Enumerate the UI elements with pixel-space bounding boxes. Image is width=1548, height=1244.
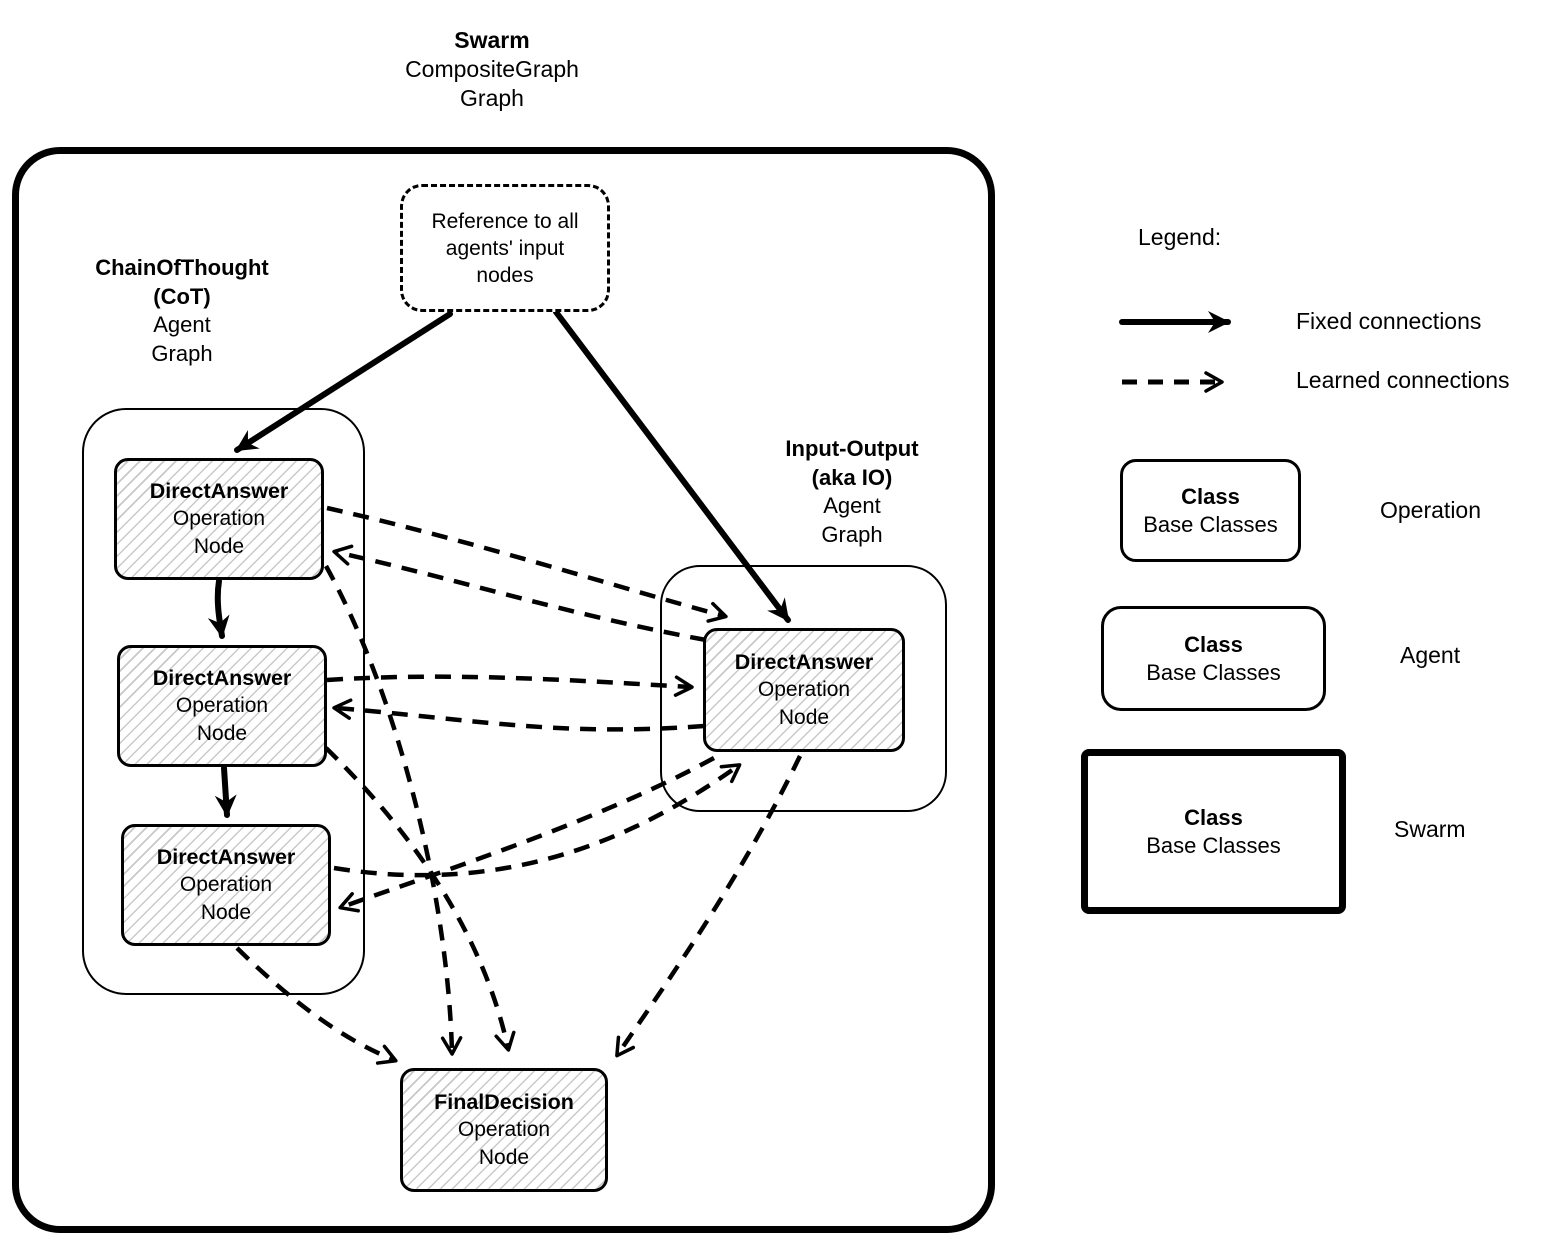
legend-agent-box: Class Base Classes [1101, 606, 1326, 711]
swarm-container [12, 147, 995, 1233]
legend-agent-box-title: Class [1184, 631, 1243, 657]
io-graph-kind: Graph [821, 521, 883, 547]
io-graph-label: Input-Output (aka IO) Agent Graph [732, 435, 972, 549]
legend-agent-label: Agent [1400, 642, 1461, 668]
io-graph-subtitle: (aka IO) [811, 464, 893, 490]
legend-swarm-box-subtitle: Base Classes [1146, 832, 1281, 858]
cot-operation-node-2: DirectAnswer Operation Node [117, 645, 327, 767]
io-graph-type: Agent [823, 493, 881, 518]
final-node-kind: Node [478, 1146, 530, 1169]
cot-graph-subtitle: (CoT) [153, 283, 211, 309]
io-node-title: DirectAnswer [734, 650, 874, 674]
cot-node-1-type: Operation [172, 507, 266, 530]
cot-node-1-title: DirectAnswer [149, 479, 289, 503]
diagram-title: Swarm CompositeGraph Graph [292, 26, 692, 113]
cot-node-1-kind: Node [193, 535, 245, 558]
cot-node-3-kind: Node [200, 901, 252, 924]
reference-node: Reference to all agents' input nodes [400, 184, 610, 312]
legend-learned-connections-label: Learned connections [1296, 367, 1510, 393]
diagram-title-class: CompositeGraph [405, 56, 579, 82]
reference-node-line3: nodes [476, 263, 534, 287]
final-node-title: FinalDecision [434, 1090, 574, 1114]
cot-operation-node-1: DirectAnswer Operation Node [114, 458, 324, 580]
legend-agent-box-subtitle: Base Classes [1146, 659, 1281, 685]
legend-operation-box-subtitle: Base Classes [1143, 511, 1278, 537]
legend-swarm-box-title: Class [1184, 804, 1243, 830]
io-node-kind: Node [778, 706, 830, 729]
cot-graph-kind: Graph [151, 340, 213, 366]
legend-operation-box-title: Class [1181, 483, 1240, 509]
legend-swarm-label: Swarm [1394, 816, 1466, 842]
final-decision-node: FinalDecision Operation Node [400, 1068, 608, 1192]
cot-graph-label: ChainOfThought (CoT) Agent Graph [62, 254, 302, 368]
diagram-title-kind: Graph [460, 85, 524, 111]
cot-node-3-type: Operation [179, 873, 273, 896]
cot-operation-node-3: DirectAnswer Operation Node [121, 824, 331, 946]
legend-operation-box: Class Base Classes [1120, 459, 1301, 562]
cot-graph-title: ChainOfThought [95, 255, 269, 280]
io-operation-node: DirectAnswer Operation Node [703, 628, 905, 752]
legend-operation-label: Operation [1380, 497, 1482, 523]
legend-fixed-connections-label: Fixed connections [1296, 308, 1482, 334]
cot-node-3-title: DirectAnswer [156, 845, 296, 869]
io-graph-title: Input-Output [785, 436, 919, 461]
reference-node-line1: Reference to all [431, 209, 579, 233]
final-node-type: Operation [457, 1118, 551, 1141]
legend-swarm-box: Class Base Classes [1081, 749, 1346, 914]
legend-heading: Legend: [1138, 224, 1222, 250]
cot-graph-type: Agent [153, 312, 211, 337]
cot-node-2-title: DirectAnswer [152, 666, 292, 690]
diagram-title-name: Swarm [454, 27, 530, 53]
cot-node-2-type: Operation [175, 694, 269, 717]
io-node-type: Operation [757, 678, 851, 701]
cot-node-2-kind: Node [196, 722, 248, 745]
reference-node-line2: agents' input [445, 236, 565, 260]
